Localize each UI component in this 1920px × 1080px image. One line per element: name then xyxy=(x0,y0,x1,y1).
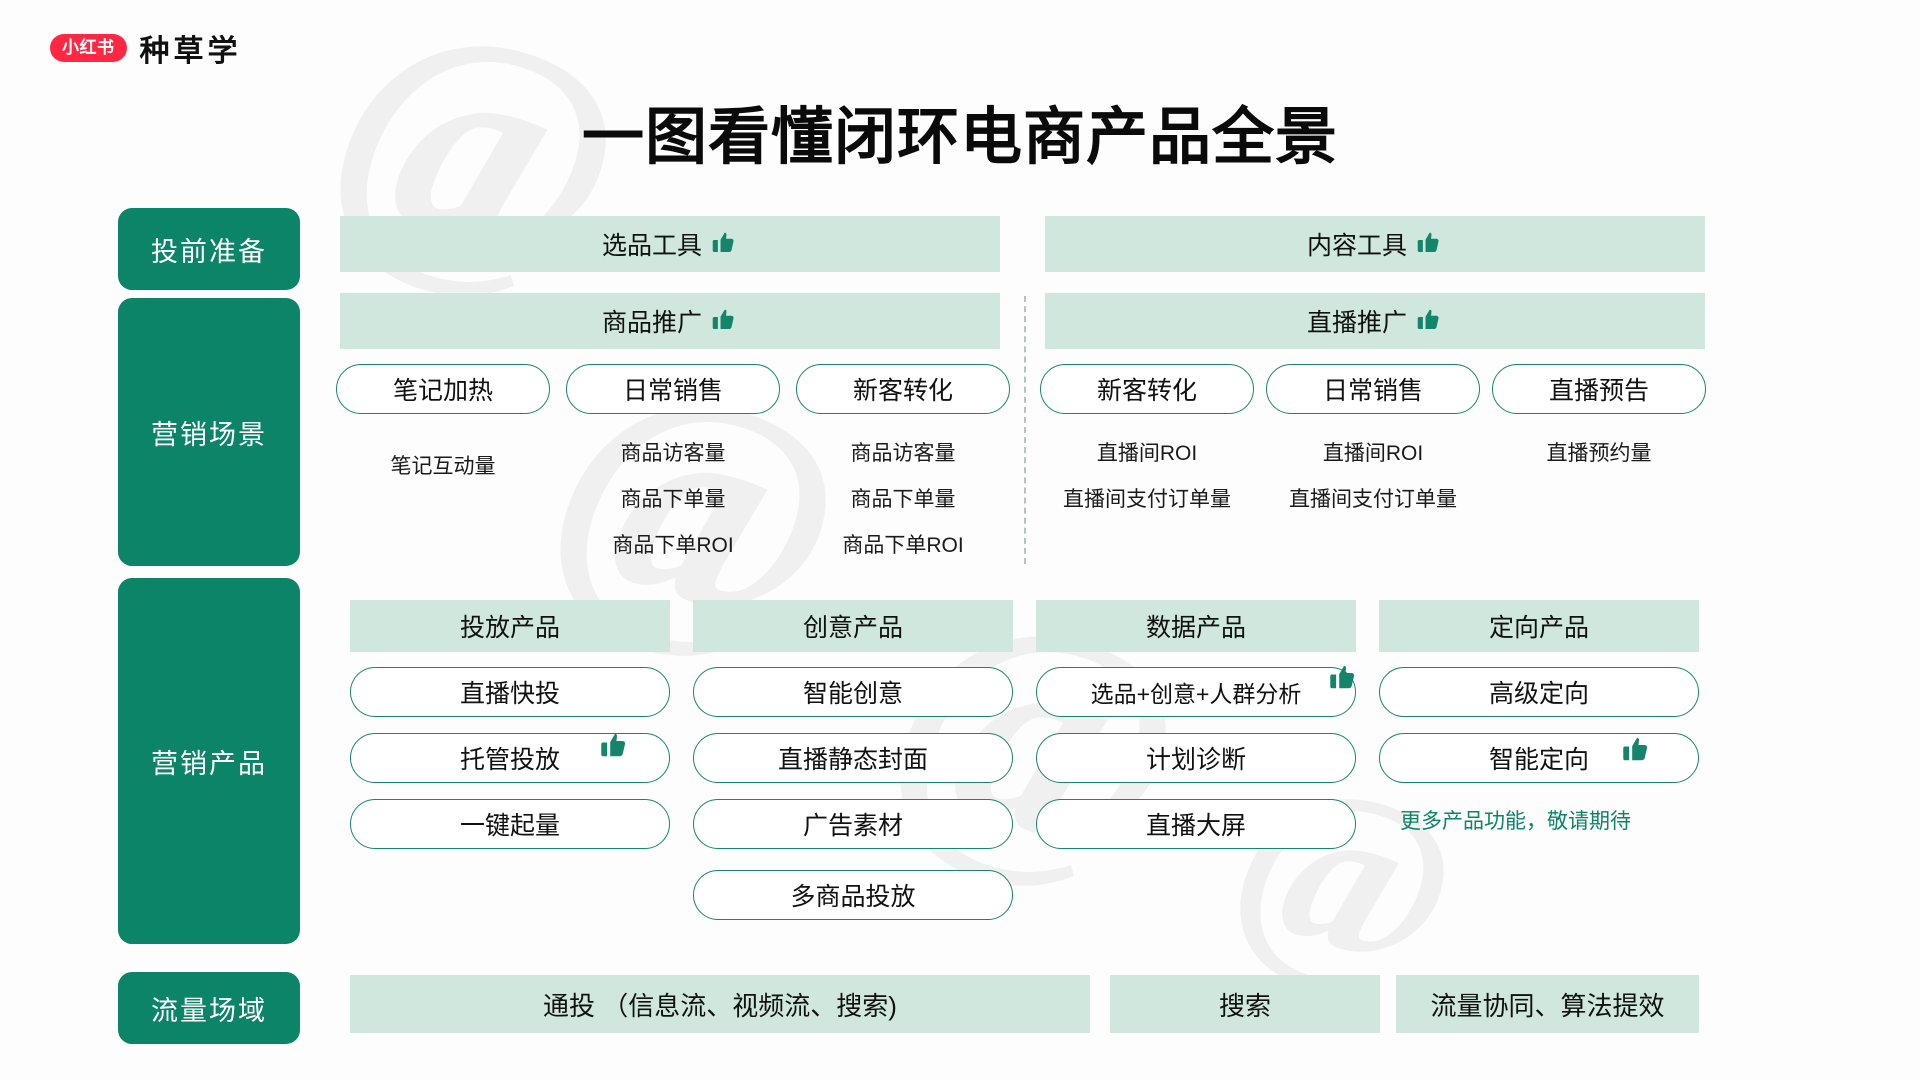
pill-label: 直播大屏 xyxy=(1145,812,1246,840)
metric-text: 商品下单ROI xyxy=(842,534,964,557)
pill-advanced-targeting[interactable]: 高级定向 xyxy=(1379,667,1699,717)
rail-label: 投前准备 xyxy=(151,236,267,267)
band-label: 投放产品 xyxy=(459,614,560,642)
band-creative-products[interactable]: 创意产品 xyxy=(693,600,1013,652)
band-label: 商品推广 xyxy=(601,309,702,337)
pill-daily-sales-left[interactable]: 日常销售 xyxy=(566,364,780,414)
pill-label: 笔记加热 xyxy=(392,377,493,405)
band-label: 通投 （信息流、视频流、搜索) xyxy=(543,990,897,1021)
pill-label: 高级定向 xyxy=(1488,680,1589,708)
thumbs-up-icon xyxy=(1325,663,1359,695)
pill-label: 计划诊断 xyxy=(1145,746,1246,774)
band-live-promotion[interactable]: 直播推广 xyxy=(1045,293,1705,349)
thumbs-up-icon xyxy=(1618,735,1652,767)
rail-item-prep[interactable]: 投前准备 xyxy=(118,208,300,290)
pill-label: 直播快投 xyxy=(459,680,560,708)
pill-one-click-boost[interactable]: 一键起量 xyxy=(350,799,670,849)
xiaohongshu-badge: 小红书 xyxy=(50,34,127,62)
pill-live-big-screen[interactable]: 直播大屏 xyxy=(1036,799,1356,849)
pill-label: 日常销售 xyxy=(1322,377,1423,405)
band-content-tool[interactable]: 内容工具 xyxy=(1045,216,1705,272)
metric-text: 笔记互动量 xyxy=(390,455,496,478)
band-selection-tool[interactable]: 选品工具 xyxy=(340,216,1000,272)
pill-label: 多商品投放 xyxy=(790,883,916,911)
pill-new-customer-left[interactable]: 新客转化 xyxy=(796,364,1010,414)
band-label: 流量协同、算法提效 xyxy=(1430,990,1665,1021)
pill-label: 广告素材 xyxy=(802,812,903,840)
band-delivery-products[interactable]: 投放产品 xyxy=(350,600,670,652)
band-label: 搜索 xyxy=(1218,990,1271,1021)
pill-note-boost[interactable]: 笔记加热 xyxy=(336,364,550,414)
pill-label: 智能定向 xyxy=(1488,746,1589,774)
pill-live-preview[interactable]: 直播预告 xyxy=(1492,364,1706,414)
pill-label: 选品+创意+人群分析 xyxy=(1090,681,1302,707)
thumbs-up-icon xyxy=(708,230,738,258)
pill-smart-creative[interactable]: 智能创意 xyxy=(693,667,1013,717)
band-data-products[interactable]: 数据产品 xyxy=(1036,600,1356,652)
rail-item-scene[interactable]: 营销场景 xyxy=(118,298,300,566)
band-label: 直播推广 xyxy=(1306,309,1407,337)
metric-text: 商品下单量 xyxy=(620,488,726,511)
rail-label: 流量场域 xyxy=(151,995,267,1026)
rail-label: 营销产品 xyxy=(151,748,267,779)
brand-name: 种草学 xyxy=(139,35,242,68)
pill-live-static-cover[interactable]: 直播静态封面 xyxy=(693,733,1013,783)
metric-text: 直播间ROI xyxy=(1322,442,1424,465)
thumbs-up-icon xyxy=(708,307,738,335)
section-divider xyxy=(1024,296,1026,564)
pill-daily-sales-right[interactable]: 日常销售 xyxy=(1266,364,1480,414)
band-label: 创意产品 xyxy=(802,614,903,642)
band-targeting-products[interactable]: 定向产品 xyxy=(1379,600,1699,652)
pill-label: 日常销售 xyxy=(622,377,723,405)
band-traffic-search[interactable]: 搜索 xyxy=(1110,975,1380,1033)
rail-item-products[interactable]: 营销产品 xyxy=(118,578,300,944)
pill-ad-material[interactable]: 广告素材 xyxy=(693,799,1013,849)
band-label: 数据产品 xyxy=(1145,614,1246,642)
metric-text: 商品下单量 xyxy=(850,488,956,511)
thumbs-up-icon xyxy=(596,731,630,763)
pill-label: 直播静态封面 xyxy=(777,746,928,774)
metric-text: 商品访客量 xyxy=(850,442,956,465)
rail-item-traffic[interactable]: 流量场域 xyxy=(118,972,300,1044)
metric-text: 直播预约量 xyxy=(1546,442,1652,465)
band-traffic-general[interactable]: 通投 （信息流、视频流、搜索) xyxy=(350,975,1090,1033)
pill-smart-targeting[interactable]: 智能定向 xyxy=(1379,733,1699,783)
metric-text: 商品访客量 xyxy=(620,442,726,465)
band-traffic-synergy[interactable]: 流量协同、算法提效 xyxy=(1396,975,1699,1033)
pill-new-customer-right[interactable]: 新客转化 xyxy=(1040,364,1254,414)
band-label: 定向产品 xyxy=(1488,614,1589,642)
pill-label: 一键起量 xyxy=(459,812,560,840)
band-label: 内容工具 xyxy=(1306,232,1407,260)
metric-text: 直播间支付订单量 xyxy=(1063,488,1231,511)
pill-selection-creative-audience-analysis[interactable]: 选品+创意+人群分析 xyxy=(1036,667,1356,717)
thumbs-up-icon xyxy=(1413,230,1443,258)
metric-text: 直播间ROI xyxy=(1096,442,1198,465)
metric-text: 直播间支付订单量 xyxy=(1289,488,1457,511)
pill-label: 新客转化 xyxy=(852,377,953,405)
pill-plan-diagnosis[interactable]: 计划诊断 xyxy=(1036,733,1356,783)
metric-text: 商品下单ROI xyxy=(612,534,734,557)
pill-live-quick-delivery[interactable]: 直播快投 xyxy=(350,667,670,717)
pill-label: 智能创意 xyxy=(802,680,903,708)
page-title: 一图看懂闭环电商产品全景 xyxy=(581,103,1338,172)
pill-label: 托管投放 xyxy=(459,746,560,774)
pill-multi-product-delivery[interactable]: 多商品投放 xyxy=(693,870,1013,920)
pill-label: 直播预告 xyxy=(1548,377,1649,405)
pill-label: 新客转化 xyxy=(1096,377,1197,405)
band-product-promotion[interactable]: 商品推广 xyxy=(340,293,1000,349)
more-features-note: 更多产品功能，敬请期待 xyxy=(1400,810,1631,833)
rail-label: 营销场景 xyxy=(151,419,267,450)
brand-logo: 小红书 种草学 xyxy=(50,26,242,70)
band-label: 选品工具 xyxy=(601,232,702,260)
thumbs-up-icon xyxy=(1413,307,1443,335)
